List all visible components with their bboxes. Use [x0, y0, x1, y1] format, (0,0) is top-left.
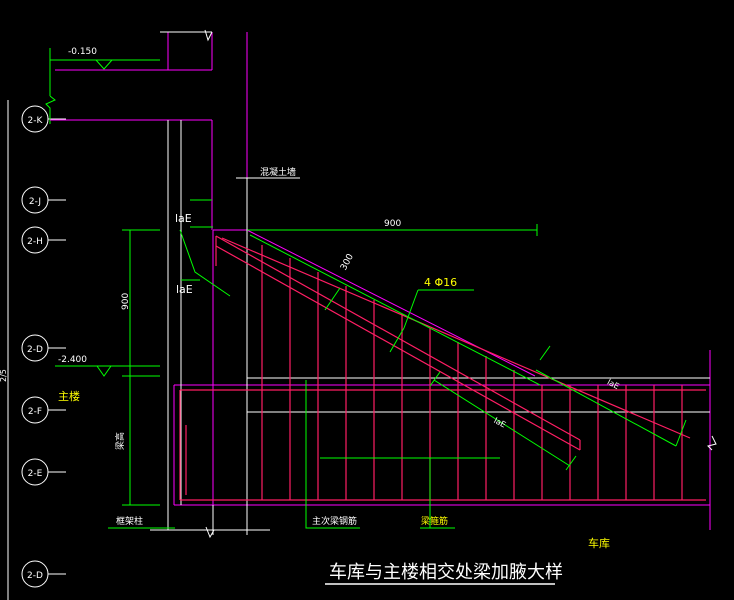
- lae-label-2: laE: [176, 283, 193, 296]
- axis-label: 2-E: [28, 469, 43, 479]
- axis-marker: 2-J: [21, 186, 66, 214]
- elevation-top-label: -0.150: [68, 47, 97, 57]
- axis-marker: 2-D: [21, 334, 66, 362]
- rebar-spec-label: 4 Φ16: [424, 276, 457, 289]
- structure-outline: [50, 32, 711, 530]
- axis-label: 2-K: [28, 116, 44, 126]
- elevation-top: -0.150: [45, 47, 160, 124]
- axis-marker: 2-D: [21, 560, 66, 588]
- axis-label: 2-D: [27, 571, 43, 581]
- concrete-wall-label: 混凝土墙: [260, 166, 296, 178]
- axis-marker: 2-F: [21, 396, 66, 424]
- dim-300: 300: [339, 252, 356, 272]
- frame-column-label: 框架柱: [116, 515, 143, 527]
- wall-leader: [236, 177, 300, 230]
- garage-label: 车库: [588, 536, 610, 550]
- text-labels: 混凝土墙 900 300 900 laE laE laE laE 4 Φ16 主…: [58, 166, 621, 550]
- dim-900-horizontal: 900: [384, 219, 401, 229]
- elevation-mid: -2.400: [55, 355, 160, 377]
- axis-grid: 2-K 2-J 2-H 2-D 2-F 2-E: [0, 100, 66, 600]
- axis-label: 2-H: [27, 237, 43, 247]
- lae-slope-label-2: laE: [606, 377, 621, 391]
- axis-marker: 2-K: [21, 105, 66, 133]
- beam-height-label: 梁高: [114, 432, 126, 450]
- main-beam-rebar-label: 主次梁钢筋: [312, 515, 357, 527]
- lae-slope-label-1: laE: [492, 416, 507, 430]
- elevation-mid-label: -2.400: [58, 355, 87, 365]
- added-stirrup-label: 梁箍筋: [421, 515, 448, 527]
- axis-marker: 2-E: [21, 458, 66, 486]
- main-building-label: 主楼: [58, 389, 80, 403]
- axis-label: 2-J: [29, 197, 41, 207]
- column-lines: [150, 29, 717, 539]
- title-block: 车库与主楼相交处梁加腋大样: [325, 562, 563, 585]
- lae-label-1: laE: [175, 212, 192, 225]
- axis-marker: 2-H: [21, 226, 66, 254]
- dimension-lines: [108, 199, 687, 529]
- drawing-title: 车库与主楼相交处梁加腋大样: [329, 562, 563, 583]
- axis-side-text: 2/5: [0, 369, 8, 382]
- dim-900-vertical: 900: [121, 293, 131, 310]
- axis-label: 2-D: [27, 345, 43, 355]
- axis-label: 2-F: [28, 407, 42, 417]
